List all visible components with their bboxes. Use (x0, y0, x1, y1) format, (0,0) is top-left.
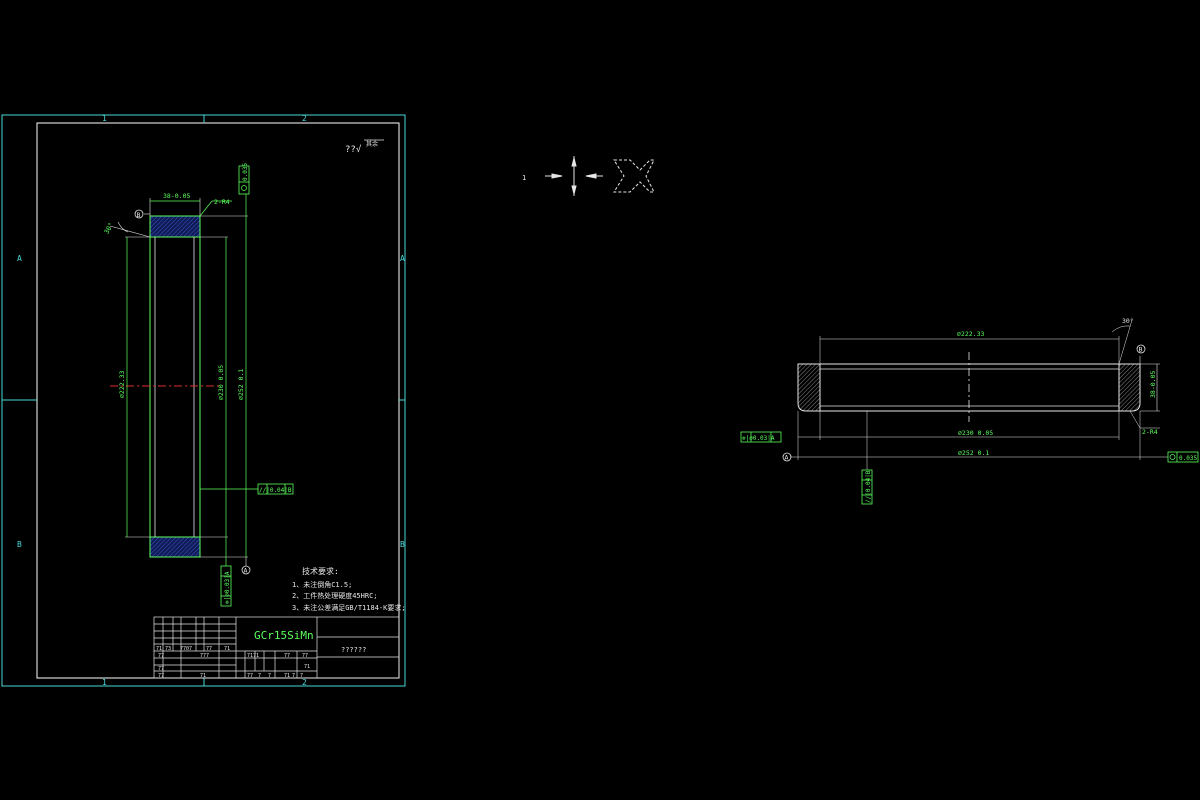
left-tol-runout: ⊚|⌀0.03|A (224, 571, 231, 604)
left-dim-d1: ⌀222.33 (118, 371, 126, 398)
right-dim-height: 38-0.05 (1149, 371, 1157, 398)
tb-label-5: 77 (158, 653, 164, 659)
zone-row-b-right: B (400, 540, 405, 549)
tb-label-2: 7707 (180, 646, 192, 652)
tb-label-16: 7 (258, 673, 261, 679)
roughness-symbol: ??√ (345, 144, 362, 155)
tb-label-12: 77 (302, 653, 308, 659)
tb-label-4: 71 (224, 646, 230, 652)
right-tol-runout: ⊚|⌀0.03|A (742, 435, 775, 442)
left-datum-a: A (244, 567, 248, 575)
tb-label-1: 73 (165, 646, 171, 652)
right-angle: 30° (1122, 317, 1134, 325)
zone-col-1-top: 1 (102, 114, 107, 123)
detail-symbol (545, 156, 655, 196)
right-tol-parallel: //|0.04|B (865, 470, 872, 503)
zone-col-2-bottom: 2 (302, 678, 307, 687)
left-hatch-bottom (149, 536, 201, 558)
tech-req-title: 技术要求: (302, 566, 339, 576)
left-angle: 30° (103, 221, 116, 235)
sheet-frame (1, 114, 406, 687)
left-dim-width: 38-0.05 (163, 192, 190, 200)
right-hatch-left (797, 363, 821, 412)
title-block-mini-labels: 71 73 7707 77 71 77 777 77 77 71 7171 77… (156, 646, 310, 679)
left-dim-d3: ⌀252 0.1 (237, 369, 245, 400)
left-datum-b: B (137, 211, 141, 219)
tb-label-17: 7 (268, 673, 271, 679)
left-tol-roundness: 0.035 (242, 163, 249, 181)
detail-label: 1 (522, 174, 526, 182)
right-datum-b: B (1139, 346, 1143, 354)
tb-label-7: 77 (158, 666, 164, 672)
left-section-view (109, 165, 294, 607)
tb-label-19: 7 (300, 673, 303, 679)
right-dim-outer: ⌀252 0.1 (958, 449, 989, 457)
zone-row-b-left: B (17, 540, 22, 549)
left-tol-parallel: //|0.04|B (259, 487, 292, 494)
tb-label-18: 7 (292, 673, 295, 679)
tb-label-15: 71 (284, 673, 290, 679)
tb-label-11: 77 (284, 653, 290, 659)
right-datum-a: A (785, 454, 789, 462)
tb-label-0: 71 (156, 646, 162, 652)
right-section-view (740, 319, 1199, 505)
zone-col-1-bottom: 1 (102, 678, 107, 687)
tb-label-13: 71 (304, 664, 310, 670)
tb-label-10: 7171 (247, 653, 259, 659)
tech-req-item-1: 1、未注倒角C1.5; (292, 580, 352, 589)
right-dim-chamfer: 2-R4 (1142, 428, 1158, 436)
left-dim-chamfer: 2-R4 (214, 198, 230, 206)
tb-label-9: 71 (200, 673, 206, 679)
left-dim-d2: ⌀230 0.05 (217, 365, 225, 400)
tb-label-6: 777 (200, 653, 209, 659)
title-block-drawing-name: ?????? (341, 646, 366, 654)
tb-label-8: 77 (158, 673, 164, 679)
tech-req-item-3: 3、未注公差满足GB/T1184-K要求; (292, 603, 406, 612)
zone-row-a-left: A (17, 254, 22, 263)
tech-req-item-2: 2、工件热处理硬度45HRC; (292, 591, 378, 600)
left-hatch-top (149, 215, 201, 238)
tb-label-3: 77 (206, 646, 212, 652)
right-dim-inner: ⌀230 0.05 (958, 429, 993, 437)
zone-col-2-top: 2 (302, 114, 307, 123)
right-tol-roundness: 0.035 (1179, 455, 1197, 462)
tb-label-14: 77 (247, 673, 253, 679)
zone-row-a-right: A (400, 254, 405, 263)
right-hatch-right (1118, 363, 1141, 412)
title-block-material: GCr15SiMn (254, 629, 314, 642)
title-block (153, 616, 400, 679)
right-dim-top: ⌀222.33 (957, 330, 984, 338)
roughness-other-label: 其余 (366, 140, 378, 148)
